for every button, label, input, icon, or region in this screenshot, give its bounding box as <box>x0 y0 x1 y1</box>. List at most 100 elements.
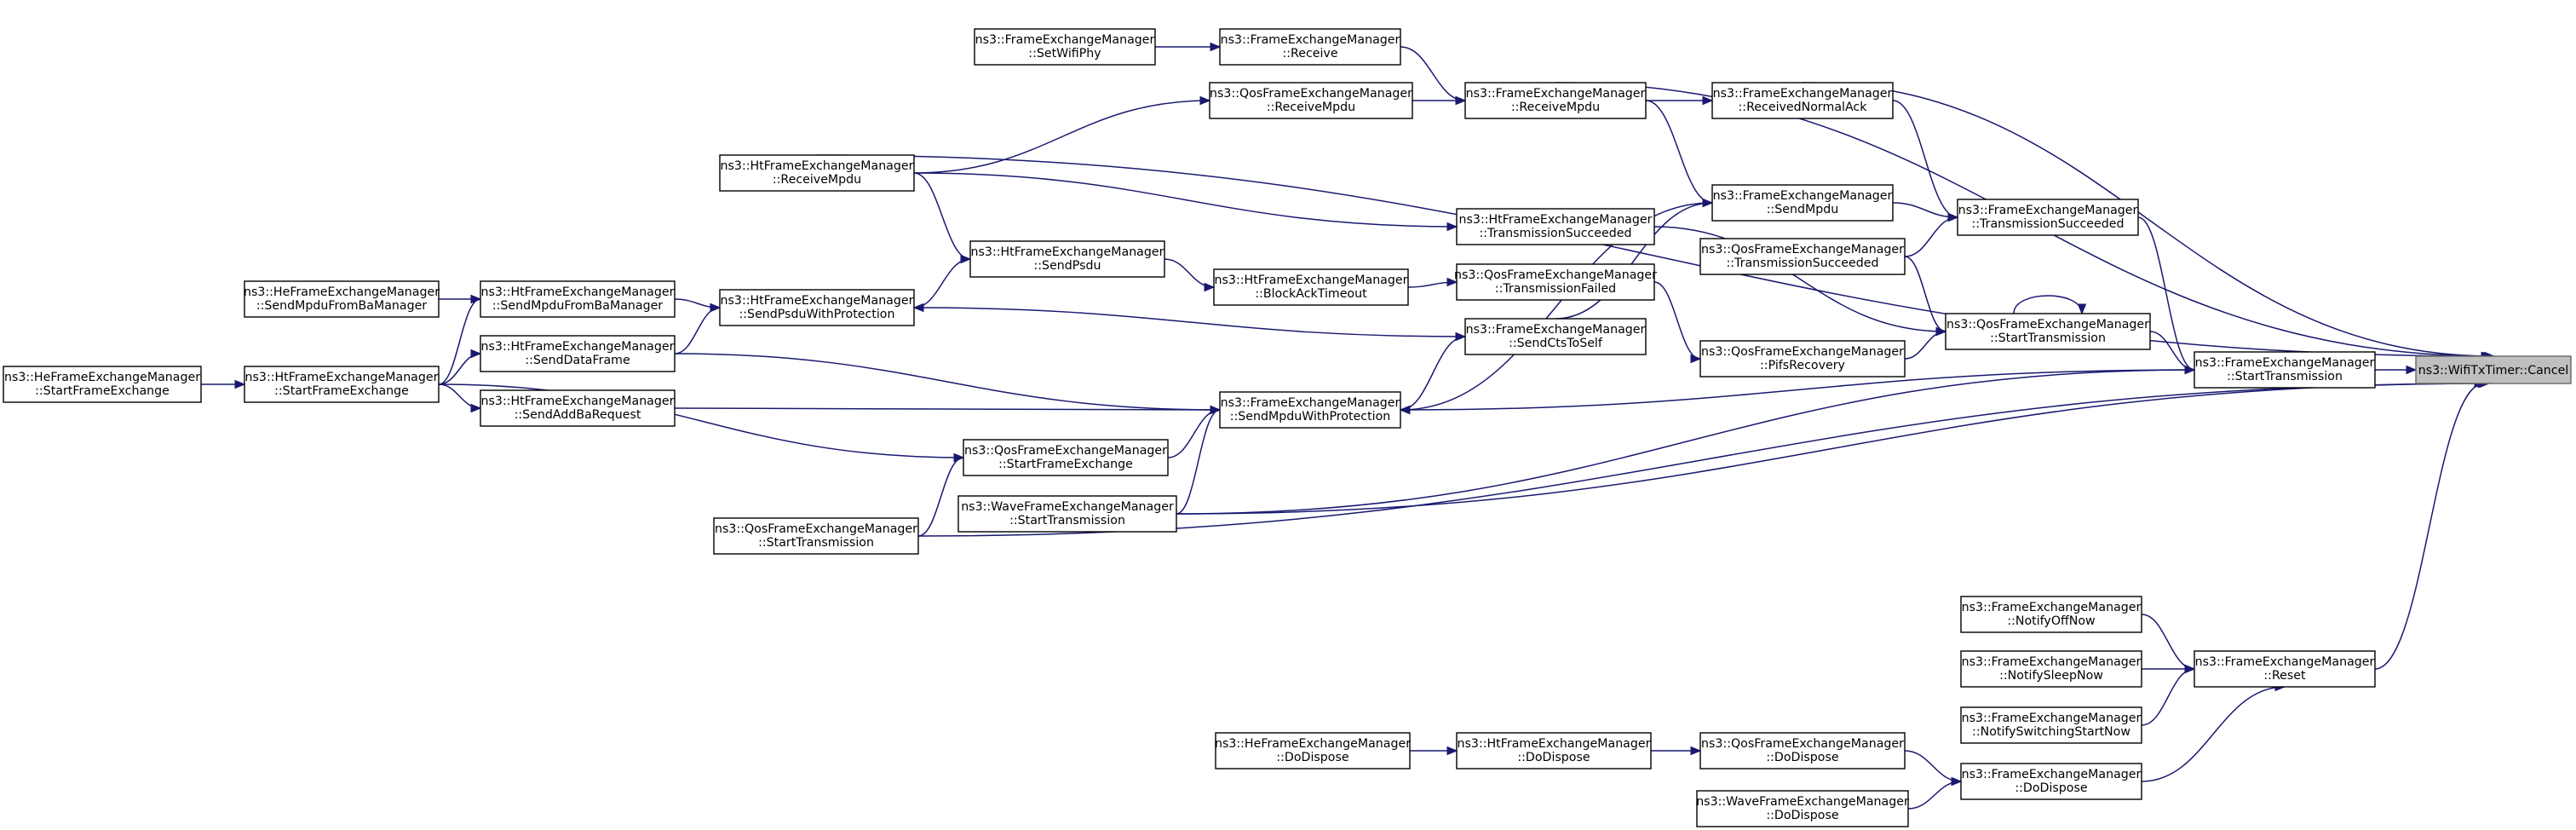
node-fem_reset[interactable]: ns3::FrameExchangeManager::Reset <box>2194 650 2376 688</box>
node-label-line: ::BlockAckTimeout <box>1255 287 1367 301</box>
node-label-line: ns3::FrameExchangeManager <box>2195 356 2375 370</box>
node-label-line: ns3::HtFrameExchangeManager <box>1459 213 1653 227</box>
node-htfem_sendmpdufrombamanager[interactable]: ns3::HtFrameExchangeManager::SendMpduFro… <box>480 280 676 318</box>
node-label-line: ::PifsRecovery <box>1760 359 1845 372</box>
node-fem_sendctstoself[interactable]: ns3::FrameExchangeManager::SendCtsToSelf <box>1464 318 1647 355</box>
node-label-line: ::ReceiveMpdu <box>1511 101 1600 114</box>
node-label-line: ns3::HtFrameExchangeManager <box>481 340 675 354</box>
node-fem_receivednormalack[interactable]: ns3::FrameExchangeManager::ReceivedNorma… <box>1711 82 1894 119</box>
node-htfem_sendpsdu[interactable]: ns3::HtFrameExchangeManager::SendPsdu <box>969 240 1165 278</box>
node-box <box>719 289 915 326</box>
node-htfem_startframeexchange[interactable]: ns3::HtFrameExchangeManager::StartFrameE… <box>244 366 440 403</box>
node-qfem_receivempdu[interactable]: ns3::QosFrameExchangeManager::ReceiveMpd… <box>1209 82 1413 119</box>
node-htfem_dodispose[interactable]: ns3::HtFrameExchangeManager::DoDispose <box>1456 732 1652 769</box>
node-cancel[interactable]: ns3::WifiTxTimer::Cancel <box>2415 355 2572 384</box>
node-label-line: ns3::FrameExchangeManager <box>1962 601 2142 614</box>
node-fem_starttransmission[interactable]: ns3::FrameExchangeManager::StartTransmis… <box>2194 351 2376 389</box>
node-qfem_startframeexchange[interactable]: ns3::QosFrameExchangeManager::StartFrame… <box>963 439 1169 476</box>
node-htfem_sendaddbarequest[interactable]: ns3::HtFrameExchangeManager::SendAddBaRe… <box>480 389 676 427</box>
node-fem_notifysleepnow[interactable]: ns3::FrameExchangeManager::NotifySleepNo… <box>1960 650 2142 688</box>
node-label-line: ns3::FrameExchangeManager <box>1466 87 1646 101</box>
node-qfem_dodispose[interactable]: ns3::QosFrameExchangeManager::DoDispose <box>1699 732 1906 769</box>
node-hefem_sendmpdufrombamanager[interactable]: ns3::HeFrameExchangeManager::SendMpduFro… <box>244 280 440 318</box>
node-fem_sendmpduwithprotection[interactable]: ns3::FrameExchangeManager::SendMpduWithP… <box>1219 391 1401 429</box>
edge-htfem_sendpsdu-to-htfem_blockacktimeout <box>1164 258 1216 292</box>
edge-fem_starttransmission-to-cancel <box>2375 365 2418 375</box>
node-wavefem_dodispose[interactable]: ns3::WaveFrameExchangeManager::DoDispose <box>1696 790 1909 827</box>
node-label-line: ::SendMpdu <box>1767 203 1839 216</box>
edge-fem_reset-to-cancel <box>2374 378 2486 670</box>
edge-htfem_startframeexchange-to-htfem_sendmpdufrombamanager <box>438 294 482 385</box>
node-box <box>713 517 919 555</box>
node-box <box>1945 313 2151 350</box>
node-label-line: ::NotifySwitchingStartNow <box>1972 725 2130 739</box>
node-label-line: ns3::WaveFrameExchangeManager <box>1696 795 1909 809</box>
node-fem_receive[interactable]: ns3::FrameExchangeManager::Receive <box>1219 28 1401 66</box>
node-htfem_senddataframe[interactable]: ns3::HtFrameExchangeManager::SendDataFra… <box>480 335 676 372</box>
node-label-line: ns3::FrameExchangeManager <box>1962 768 2142 781</box>
node-box <box>2415 355 2572 384</box>
node-qfem_pifsrecovery[interactable]: ns3::QosFrameExchangeManager::PifsRecove… <box>1699 340 1906 378</box>
node-qfem_transmissionsucceeded[interactable]: ns3::QosFrameExchangeManager::Transmissi… <box>1699 238 1906 275</box>
node-label-line: ns3::QosFrameExchangeManager <box>1454 268 1657 282</box>
edge-fem_starttransmission-to-fem_sendmpduwithprotection <box>1399 369 2195 415</box>
edge-qfem_transmissionsucceeded-to-fem_transmissionsucceeded <box>1904 212 1959 257</box>
node-fem_notifyoffnow[interactable]: ns3::FrameExchangeManager::NotifyOffNow <box>1960 596 2142 633</box>
node-hefem_startframeexchange[interactable]: ns3::HeFrameExchangeManager::StartFrameE… <box>3 366 202 403</box>
node-fem_sendmpdu[interactable]: ns3::FrameExchangeManager::SendMpdu <box>1711 184 1894 222</box>
edge-qfem_pifsrecovery-to-qfem_starttransmission <box>1904 326 1947 360</box>
node-htfem_transmissionsucceeded[interactable]: ns3::HtFrameExchangeManager::Transmissio… <box>1456 208 1655 245</box>
node-label-line: ns3::FrameExchangeManager <box>1962 712 2142 725</box>
node-box <box>3 366 202 403</box>
node-qfem_starttransmission2[interactable]: ns3::QosFrameExchangeManager::StartTrans… <box>713 517 919 555</box>
node-qfem_starttransmission[interactable]: ns3::QosFrameExchangeManager::StartTrans… <box>1945 313 2151 350</box>
node-fem_setwifiphy[interactable]: ns3::FrameExchangeManager::SetWifiPhy <box>974 28 1156 66</box>
node-label-line: ::TransmissionSucceeded <box>1971 217 2124 231</box>
edge-hefem_startframeexchange-to-htfem_startframeexchange <box>200 379 246 389</box>
node-box <box>2194 650 2376 688</box>
edge-fem_notifyswitchingstartnow-to-fem_reset <box>2141 664 2196 726</box>
node-label-line: ::DoDispose <box>1766 751 1838 764</box>
node-wavefem_starttransmission[interactable]: ns3::WaveFrameExchangeManager::StartTran… <box>957 495 1177 533</box>
edge-wavefem_starttransmission-to-fem_starttransmission <box>1176 365 2196 515</box>
edge-htfem_receivempdu-to-htfem_sendpsdu <box>913 172 972 264</box>
node-box <box>480 389 676 427</box>
node-box <box>1699 238 1906 275</box>
node-box <box>1696 790 1909 827</box>
edge-qfem_starttransmission-to-qfem_starttransmission <box>2013 295 2087 315</box>
node-box <box>1699 340 1906 378</box>
node-label-line: ::SendCtsToSelf <box>1509 337 1603 350</box>
node-layer: ns3::WifiTxTimer::Cancelns3::FrameExchan… <box>3 28 2572 827</box>
node-label-line: ns3::HtFrameExchangeManager <box>245 371 439 384</box>
node-label-line: ns3::HeFrameExchangeManager <box>1215 737 1411 751</box>
node-label-line: ::DoDispose <box>1276 751 1348 764</box>
node-hefem_dodispose[interactable]: ns3::HeFrameExchangeManager::DoDispose <box>1215 732 1411 769</box>
node-fem_receivempdu[interactable]: ns3::FrameExchangeManager::ReceiveMpdu <box>1464 82 1647 119</box>
node-label-line: ns3::HtFrameExchangeManager <box>1215 274 1408 287</box>
edge-fem_sendctstoself-to-fem_sendmpduwithprotection <box>1399 336 1466 415</box>
node-label-line: ns3::HeFrameExchangeManager <box>244 285 440 299</box>
edge-hefem_dodispose-to-htfem_dodispose <box>1410 746 1458 756</box>
node-label-line: ns3::QosFrameExchangeManager <box>1701 243 1904 256</box>
node-label-line: ns3::FrameExchangeManager <box>1713 189 1893 203</box>
node-fem_notifyswitchingstartnow[interactable]: ns3::FrameExchangeManager::NotifySwitchi… <box>1960 706 2142 744</box>
node-label-line: ::Reset <box>2263 669 2306 683</box>
node-label-line: ::StartTransmission <box>2227 370 2343 383</box>
edge-fem_dodispose-to-fem_reset <box>2141 682 2286 782</box>
node-htfem_blockacktimeout[interactable]: ns3::HtFrameExchangeManager::BlockAckTim… <box>1213 268 1409 306</box>
node-qfem_transmissionfailed[interactable]: ns3::QosFrameExchangeManager::Transmissi… <box>1454 263 1657 301</box>
edge-fem_receivempdu-to-fem_receivednormalack <box>1646 95 1714 106</box>
node-label-line: ns3::FrameExchangeManager <box>975 33 1155 47</box>
edge-fem_transmissionsucceeded-to-fem_starttransmission <box>2137 216 2196 375</box>
node-label-line: ns3::FrameExchangeManager <box>1713 87 1893 101</box>
node-label-line: ::Receive <box>1282 47 1337 61</box>
node-htfem_receivempdu[interactable]: ns3::HtFrameExchangeManager::ReceiveMpdu <box>719 154 915 192</box>
node-fem_transmissionsucceeded[interactable]: ns3::FrameExchangeManager::TransmissionS… <box>1957 199 2139 236</box>
node-fem_dodispose[interactable]: ns3::FrameExchangeManager::DoDispose <box>1960 763 2142 800</box>
node-label-line: ns3::FrameExchangeManager <box>1962 655 2142 669</box>
node-label-line: ns3::WaveFrameExchangeManager <box>961 500 1174 514</box>
node-htfem_sendpsduwithprotection[interactable]: ns3::HtFrameExchangeManager::SendPsduWit… <box>719 289 915 326</box>
edge-wavefem_starttransmission-to-fem_sendmpduwithprotection <box>1176 405 1222 515</box>
node-box <box>957 495 1177 533</box>
edge-wavefem_dodispose-to-fem_dodispose <box>1907 776 1963 810</box>
